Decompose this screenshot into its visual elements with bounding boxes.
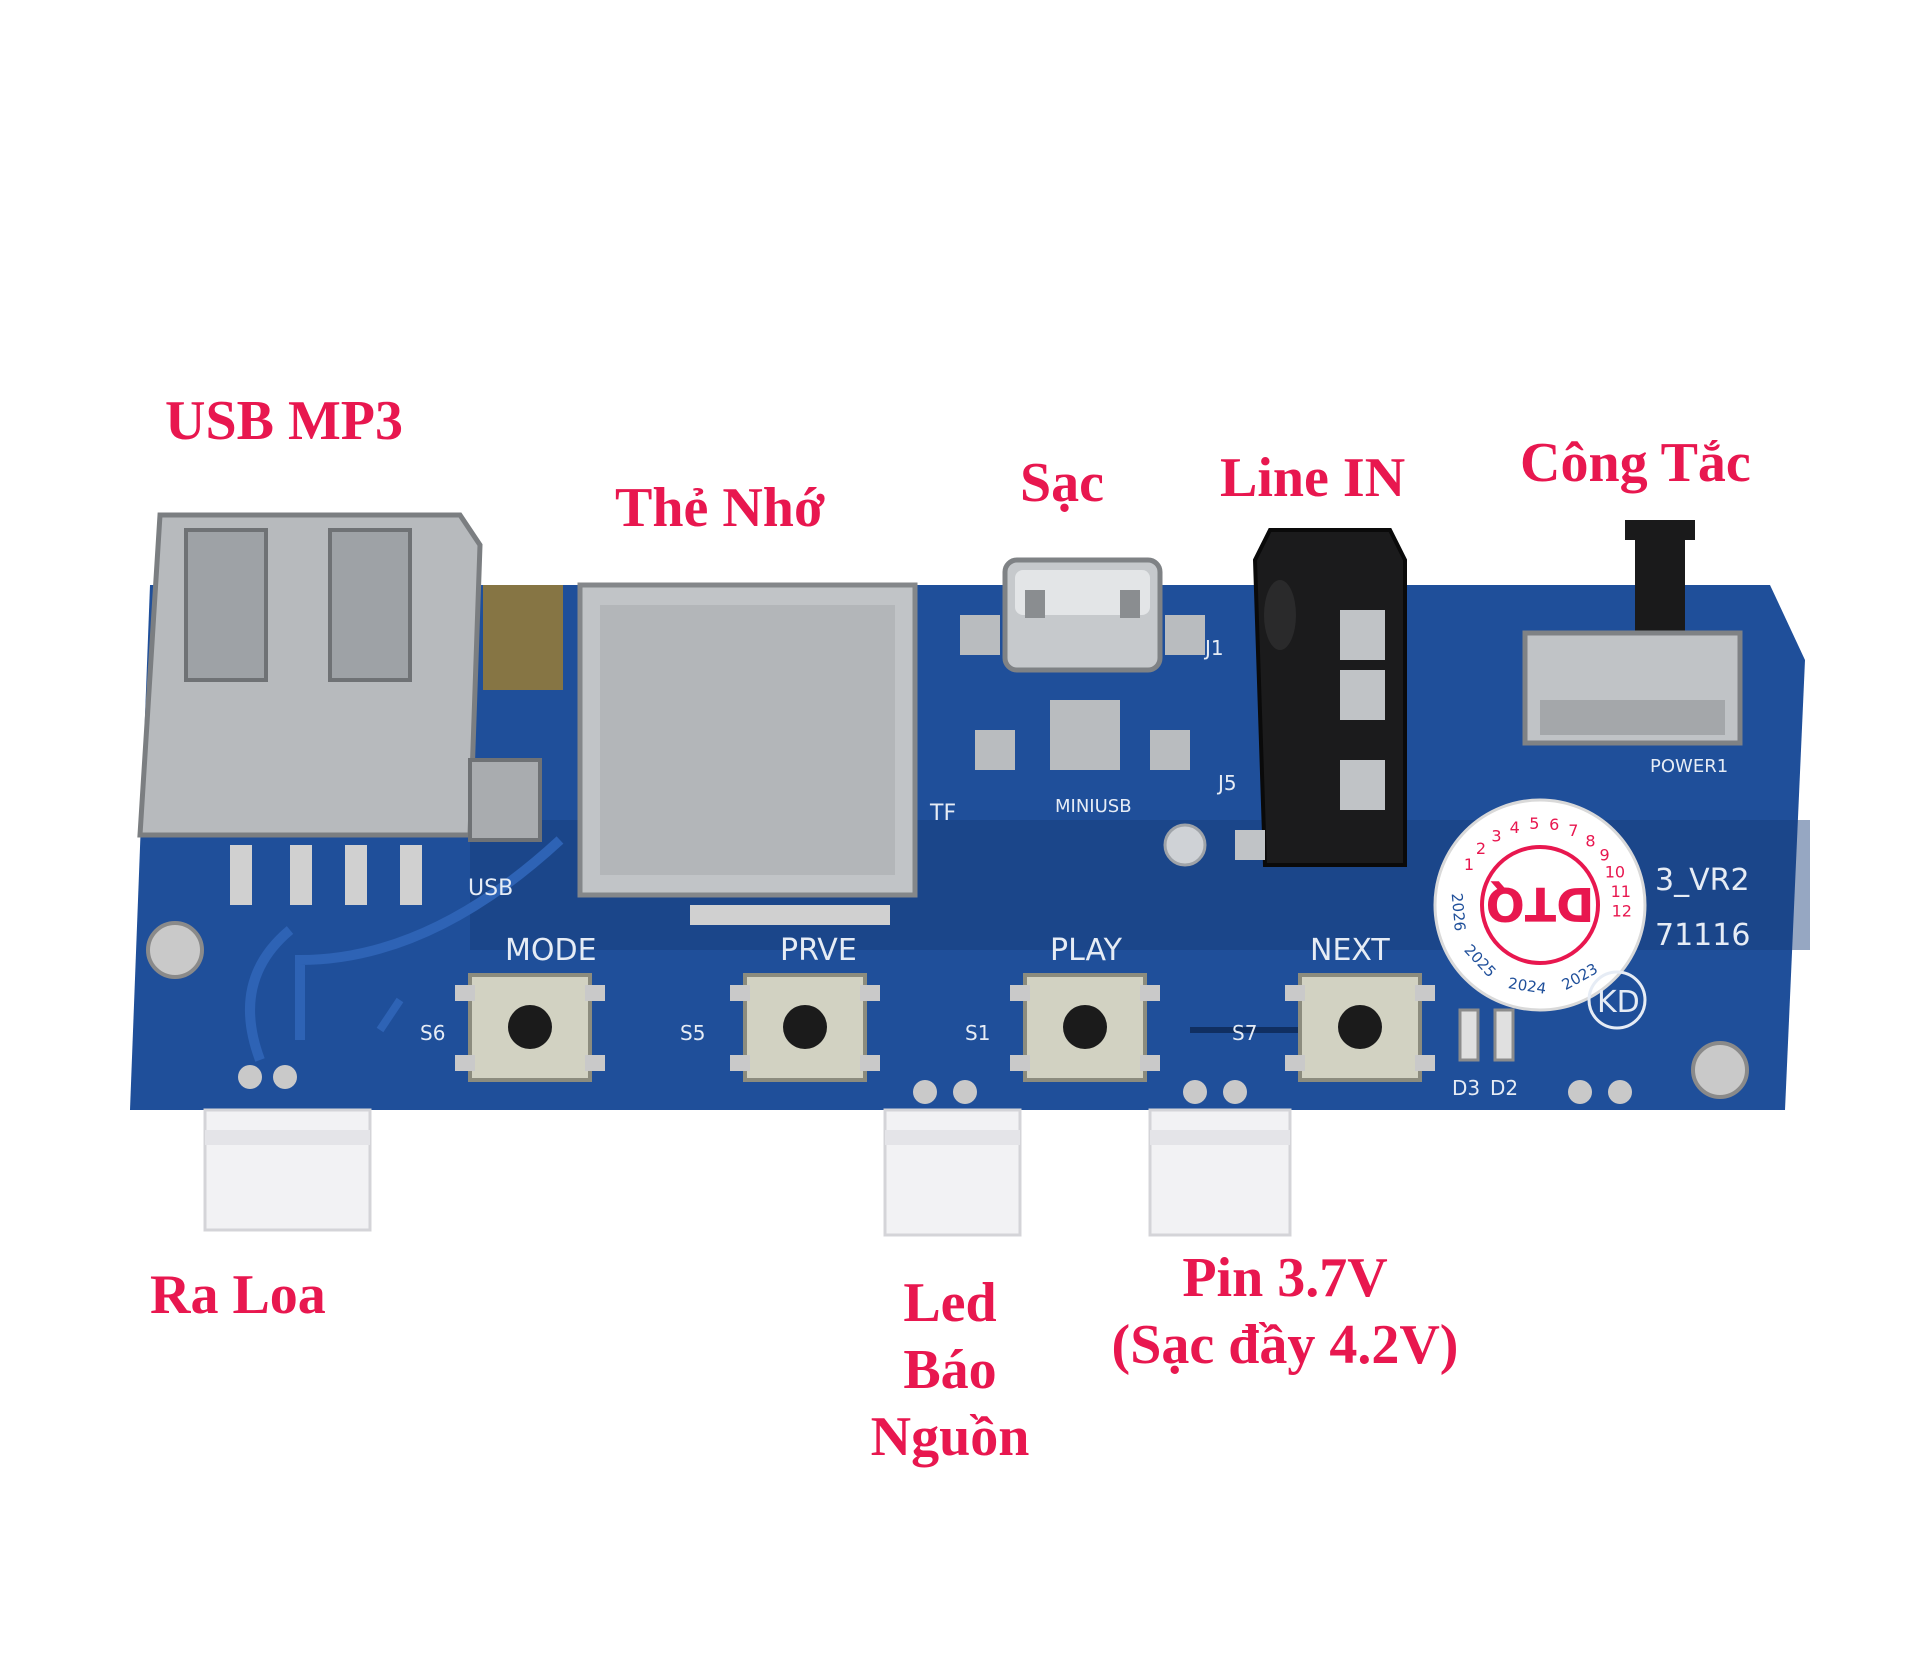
- speaker-connector: [203, 1108, 372, 1232]
- usb-port: [137, 512, 563, 905]
- button-mode: [455, 973, 605, 1082]
- silk-usb: USB: [468, 876, 513, 901]
- stamp-text: DTQ: [1486, 877, 1595, 931]
- label-usb-mp3: USB MP3: [165, 390, 403, 452]
- silk-s1: S1: [965, 1021, 990, 1045]
- line-in-jack: [1235, 528, 1407, 867]
- stamp-month: 1: [1464, 855, 1474, 874]
- label-tf-card: Thẻ Nhớ: [615, 477, 825, 539]
- button-play: [1010, 973, 1160, 1082]
- solder-pads: [238, 1065, 1632, 1104]
- silk-d3: D3: [1452, 1076, 1480, 1100]
- stamp-month: 6: [1549, 815, 1559, 834]
- stamp-month: 5: [1529, 814, 1539, 833]
- label-switch: Công Tắc: [1520, 432, 1751, 494]
- stamp-month: 9: [1600, 846, 1610, 865]
- label-line-in: Line IN: [1220, 447, 1406, 509]
- stamp-month: 4: [1510, 818, 1520, 837]
- stamp-month: 7: [1568, 821, 1578, 840]
- silk-d2: D2: [1490, 1076, 1518, 1100]
- stamp-month: 8: [1585, 831, 1595, 850]
- silk-next: NEXT: [1310, 933, 1390, 968]
- silk-code: 71116: [1655, 918, 1750, 953]
- button-next: [1285, 973, 1435, 1082]
- silk-s7: S7: [1232, 1021, 1257, 1045]
- charge-port: [960, 557, 1205, 770]
- silk-mode: MODE: [505, 933, 597, 968]
- silk-tf: TF: [929, 801, 956, 826]
- stamp-month: 12: [1612, 902, 1632, 921]
- label-speaker: Ra Loa: [150, 1264, 326, 1326]
- label-battery-line-2: (Sạc đầy 4.2V): [1111, 1314, 1459, 1377]
- label-led-line-2: Báo: [903, 1339, 997, 1402]
- stamp-month: 10: [1605, 863, 1625, 882]
- label-led-line-3: Nguồn: [870, 1406, 1030, 1469]
- label-led: Led Báo Nguồn: [835, 1270, 1065, 1472]
- status-leds: [1458, 1008, 1515, 1062]
- silk-version: 3_VR2: [1655, 863, 1750, 898]
- power-switch: [1522, 520, 1743, 746]
- label-battery: Pin 3.7V (Sạc đầy 4.2V): [1055, 1245, 1515, 1379]
- button-prve: [730, 973, 880, 1082]
- stamp-year: 2024: [1507, 974, 1548, 998]
- label-charge: Sạc: [1020, 452, 1104, 514]
- silk-j5: J5: [1216, 771, 1237, 795]
- label-led-line-1: Led: [903, 1272, 997, 1334]
- label-battery-line-1: Pin 3.7V: [1182, 1247, 1388, 1309]
- silk-kd: KD: [1597, 985, 1640, 1020]
- silk-s6: S6: [420, 1021, 445, 1045]
- stamp-year: 2026: [1448, 892, 1469, 932]
- silk-j1: J1: [1203, 636, 1224, 660]
- silk-play: PLAY: [1050, 933, 1123, 968]
- silk-s5: S5: [680, 1021, 705, 1045]
- stamp-month: 3: [1491, 827, 1501, 846]
- silk-miniusb: MINIUSB: [1055, 796, 1132, 817]
- stamp-month: 2: [1476, 839, 1486, 858]
- led-connector: [883, 1108, 1022, 1237]
- battery-connector: [1148, 1108, 1292, 1237]
- silk-power: POWER1: [1650, 756, 1728, 777]
- tf-card-slot: [577, 582, 918, 925]
- stamp-month: 11: [1611, 882, 1631, 901]
- silk-prve: PRVE: [780, 933, 857, 968]
